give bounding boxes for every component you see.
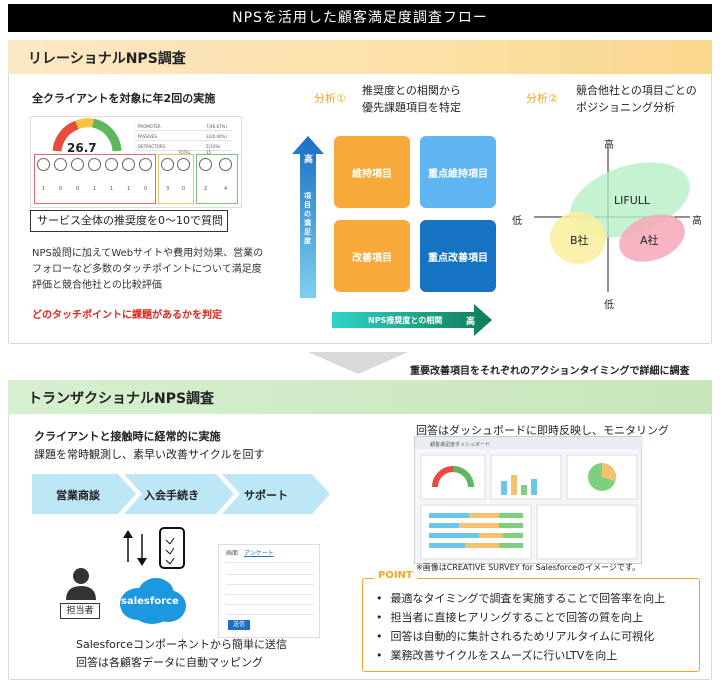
nps-score: 26.7 — [67, 141, 97, 155]
divider-text: 重要改善項目をそれぞれのアクションタイミングで詳細に調査 — [410, 366, 690, 377]
analysis2-label: 分析② — [526, 92, 558, 105]
salesforce-logo-text: salesforce — [121, 596, 179, 607]
face-icon — [71, 158, 84, 171]
judgement-text: どのタッチポイントに課題があるかを判定 — [32, 310, 222, 321]
face-count: 4 — [224, 186, 228, 192]
scale-question-box: サービス全体の推奨度を0〜10で質問 — [30, 210, 228, 232]
ellipse-label-b: B社 — [570, 234, 589, 247]
salesforce-logo — [120, 578, 186, 624]
table-row-label: PROMOTER — [138, 124, 161, 129]
point-item: 業務改善サイクルをスムーズに行いLTVを向上 — [376, 647, 618, 663]
relational-description-line: 評価と競合他社との比較評価 — [32, 280, 162, 291]
positioning-axis-left: 低 — [512, 216, 522, 227]
relational-header-band — [8, 40, 712, 74]
face-count: 0 — [144, 186, 148, 192]
face-icon — [139, 158, 152, 171]
quadrant-improve: 改善項目 — [334, 220, 410, 292]
point-item: 担当者に直接ヒアリングすることで回答の質を向上 — [376, 609, 644, 625]
smartphone-icon — [159, 527, 185, 569]
face-count: 0 — [182, 186, 186, 192]
analysis1-text-line: 推奨度との相関から — [362, 84, 461, 97]
face-icon — [37, 158, 50, 171]
flow-step-onboarding: 入会手続き — [144, 489, 199, 502]
table-row-label: DETRACTORS — [138, 144, 166, 149]
table-cell: 5(33%) — [206, 144, 221, 149]
face-icon — [54, 158, 67, 171]
point-item: 回答は自動的に集計されるためリアルタイムに可視化 — [376, 628, 655, 644]
ellipse-label-lifull: LIFULL — [614, 194, 651, 207]
person-label: 担当者 — [60, 603, 100, 619]
dashboard-title: 顧客満足度ダッシュボード — [430, 442, 491, 448]
face-icon — [122, 158, 135, 171]
face-count: 2 — [204, 186, 208, 192]
positioning-axis-bottom: 低 — [604, 300, 614, 311]
down-arrow-icon — [308, 352, 408, 374]
transactional-note-line: 回答は各顧客データに自動マッピング — [76, 656, 263, 669]
positioning-map — [534, 148, 690, 292]
analysis1-arrows — [292, 136, 492, 336]
point-item: 最適なタイミングで調査を実施することで回答率を向上 — [376, 590, 666, 606]
dashboard-caption: 回答はダッシュボードに即時反映し、モニタリング — [416, 424, 669, 437]
face-count: 1 — [42, 186, 46, 192]
face-icon — [161, 158, 174, 171]
transactional-note-line: Salesforceコンポーネントから簡単に送信 — [76, 638, 287, 651]
person-icon — [66, 568, 96, 600]
face-icon — [219, 158, 232, 171]
passive-group — [158, 154, 194, 204]
table-row-label: PASSIVES — [138, 134, 157, 139]
table-cell: 3(20.00%) — [206, 134, 227, 139]
point-label: POINT — [374, 570, 417, 581]
relational-target: 全クライアントを対象に年2回の実施 — [32, 92, 216, 105]
image-note: ※画像はCREATIVE SURVEY for Salesforceのイメージで… — [416, 563, 641, 572]
page-title: NPSを活用した顧客満足度調査フロー — [8, 4, 712, 32]
survey-tab-questionnaire: アンケート — [244, 550, 274, 557]
face-count: 0 — [76, 186, 80, 192]
quadrant-priority-maintain: 重点維持項目 — [420, 136, 496, 208]
transactional-header-band — [8, 380, 712, 414]
face-count: 1 — [127, 186, 131, 192]
transactional-title: トランザクショナルNPS調査 — [28, 391, 215, 407]
face-count: 3 — [166, 186, 170, 192]
analysis1-y-axis-label: 項目の満足度 — [304, 192, 311, 245]
table-cell: 7(46.67%) — [206, 124, 227, 129]
dashboard-screenshot — [414, 436, 643, 564]
table-row-label: TOTAL — [178, 150, 191, 155]
positioning-axis-right: 高 — [692, 216, 702, 227]
analysis1-x-axis-label: NPS推奨度との相関 — [368, 316, 443, 325]
positioning-axis-top: 高 — [604, 140, 614, 151]
nps-gauge-graphic — [52, 118, 136, 157]
survey-tab-screen: 画面 — [226, 550, 239, 557]
relational-description-line: NPS設問に加えてWebサイトや費用対効果、営業の — [32, 248, 264, 259]
detractor-group — [34, 154, 156, 204]
analysis1-label: 分析① — [314, 92, 346, 105]
relational-title: リレーショナルNPS調査 — [28, 51, 186, 67]
analysis2-text-line: ポジショニング分析 — [576, 101, 675, 114]
face-icon — [105, 158, 118, 171]
quadrant-maintain: 維持項目 — [334, 136, 410, 208]
quadrant-priority-improve: 重点改善項目 — [420, 220, 496, 292]
analysis1-text-line: 優先課題項目を特定 — [362, 101, 461, 114]
transactional-sub: 課題を常時観測し、素早い改善サイクルを回す — [34, 448, 265, 461]
face-count: 0 — [59, 186, 63, 192]
face-count: 1 — [110, 186, 114, 192]
bidirectional-arrow-icon — [123, 530, 147, 566]
ellipse-label-a: A社 — [640, 234, 659, 247]
flow-chevrons — [32, 474, 330, 514]
survey-send-button[interactable]: 送信 — [228, 620, 250, 630]
face-icon — [199, 158, 212, 171]
table-cell: 15 — [206, 150, 212, 155]
flow-step-sales: 営業商談 — [56, 489, 100, 502]
transactional-lead: クライアントと接触時に経常的に実施 — [34, 430, 221, 443]
face-count: 1 — [93, 186, 97, 192]
analysis2-text-line: 競合他社との項目ごとの — [576, 84, 697, 97]
face-icon — [177, 158, 190, 171]
relational-description-line: フォローなど多数のタッチポイントについて満足度 — [32, 264, 262, 275]
analysis1-x-high: 高 — [466, 317, 476, 327]
promoter-group — [196, 154, 238, 204]
face-icon — [88, 158, 101, 171]
dashboard-graphic — [415, 437, 643, 560]
analysis1-y-high: 高 — [304, 155, 314, 165]
flow-step-support: サポート — [244, 489, 288, 502]
